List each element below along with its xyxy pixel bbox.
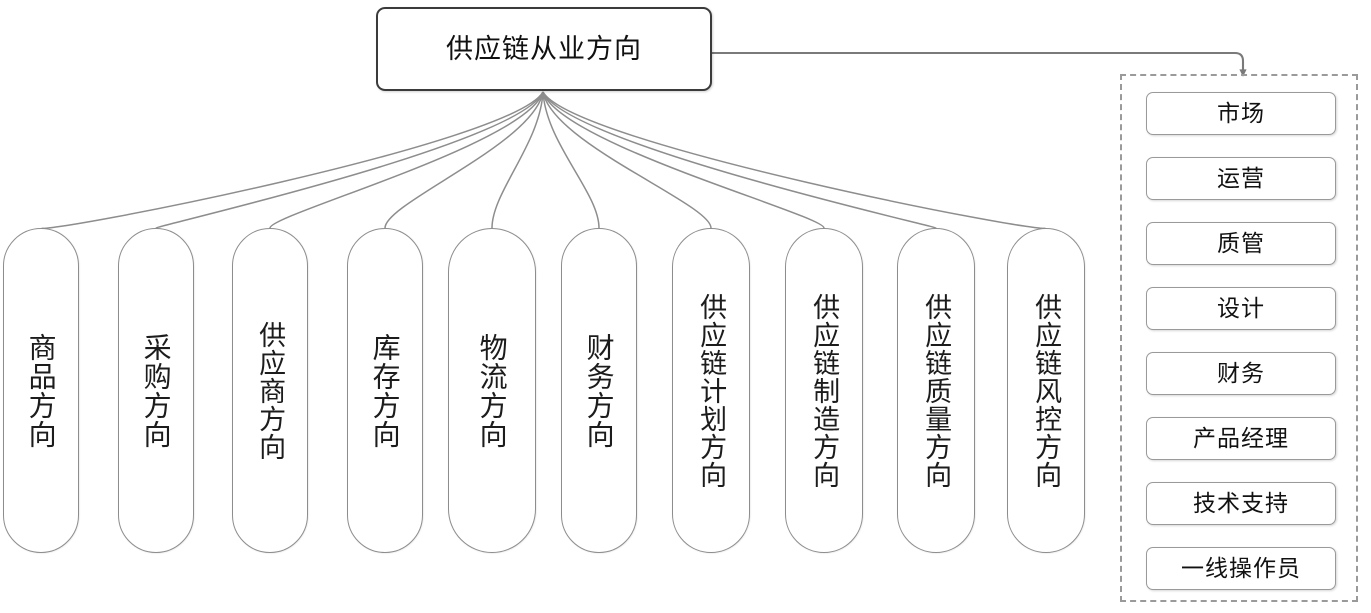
branch-node[interactable]: 物流方向 [448,228,536,553]
fan-connector [542,91,937,229]
role-group-dashed-box [1120,74,1358,602]
branch-node-label: 财务方向 [583,332,615,449]
role-box-label: 产品经理 [1193,425,1289,451]
branch-node-label: 供应链制造方向 [809,292,840,489]
branch-node[interactable]: 供应链计划方向 [672,228,750,553]
branch-node-label: 供应链计划方向 [696,292,727,489]
branch-node-label: 供应商方向 [255,320,286,461]
root-node-label: 供应链从业方向 [446,33,642,64]
branch-node[interactable]: 财务方向 [561,228,637,553]
role-box-label: 一线操作员 [1181,555,1301,581]
role-box[interactable]: 质管 [1146,222,1336,265]
fan-connector [542,91,1047,230]
fan-connector [155,91,544,229]
branch-node[interactable]: 采购方向 [118,228,194,553]
branch-node-label: 供应链风控方向 [1031,292,1062,489]
root-node[interactable]: 供应链从业方向 [376,7,712,91]
branch-node-label: 供应链质量方向 [921,292,952,489]
role-box-label: 设计 [1217,295,1265,321]
branch-node[interactable]: 供应商方向 [232,228,308,553]
role-box[interactable]: 市场 [1146,92,1336,135]
role-box[interactable]: 财务 [1146,352,1336,395]
role-box[interactable]: 一线操作员 [1146,547,1336,590]
fan-connector [40,91,544,230]
branch-node[interactable]: 库存方向 [347,228,423,553]
role-box[interactable]: 技术支持 [1146,482,1336,525]
branch-node[interactable]: 供应链制造方向 [785,228,863,553]
role-box[interactable]: 产品经理 [1146,417,1336,460]
root-to-roles-arrow [712,51,1247,77]
branch-node-label: 物流方向 [476,332,508,449]
fan-connector [491,91,544,229]
role-box[interactable]: 设计 [1146,287,1336,330]
branch-node-label: 商品方向 [25,332,57,449]
fan-connector [542,91,825,229]
role-box-label: 财务 [1217,360,1265,386]
role-list: 市场运营质管设计财务产品经理技术支持一线操作员 [1146,92,1336,590]
branch-node-label: 采购方向 [140,332,172,449]
fan-connectors [40,91,1047,230]
fan-connector [269,91,544,229]
role-box-label: 市场 [1217,100,1265,126]
branch-node[interactable]: 供应链风控方向 [1007,228,1085,553]
fan-connector [542,91,600,229]
fan-connector [384,91,544,229]
branch-node[interactable]: 供应链质量方向 [897,228,975,553]
role-box-label: 质管 [1217,230,1265,256]
role-box[interactable]: 运营 [1146,157,1336,200]
fan-connector [542,91,712,229]
branch-node-label: 库存方向 [369,332,401,449]
role-box-label: 技术支持 [1193,490,1289,516]
role-box-label: 运营 [1217,165,1265,191]
branch-node[interactable]: 商品方向 [3,228,79,553]
